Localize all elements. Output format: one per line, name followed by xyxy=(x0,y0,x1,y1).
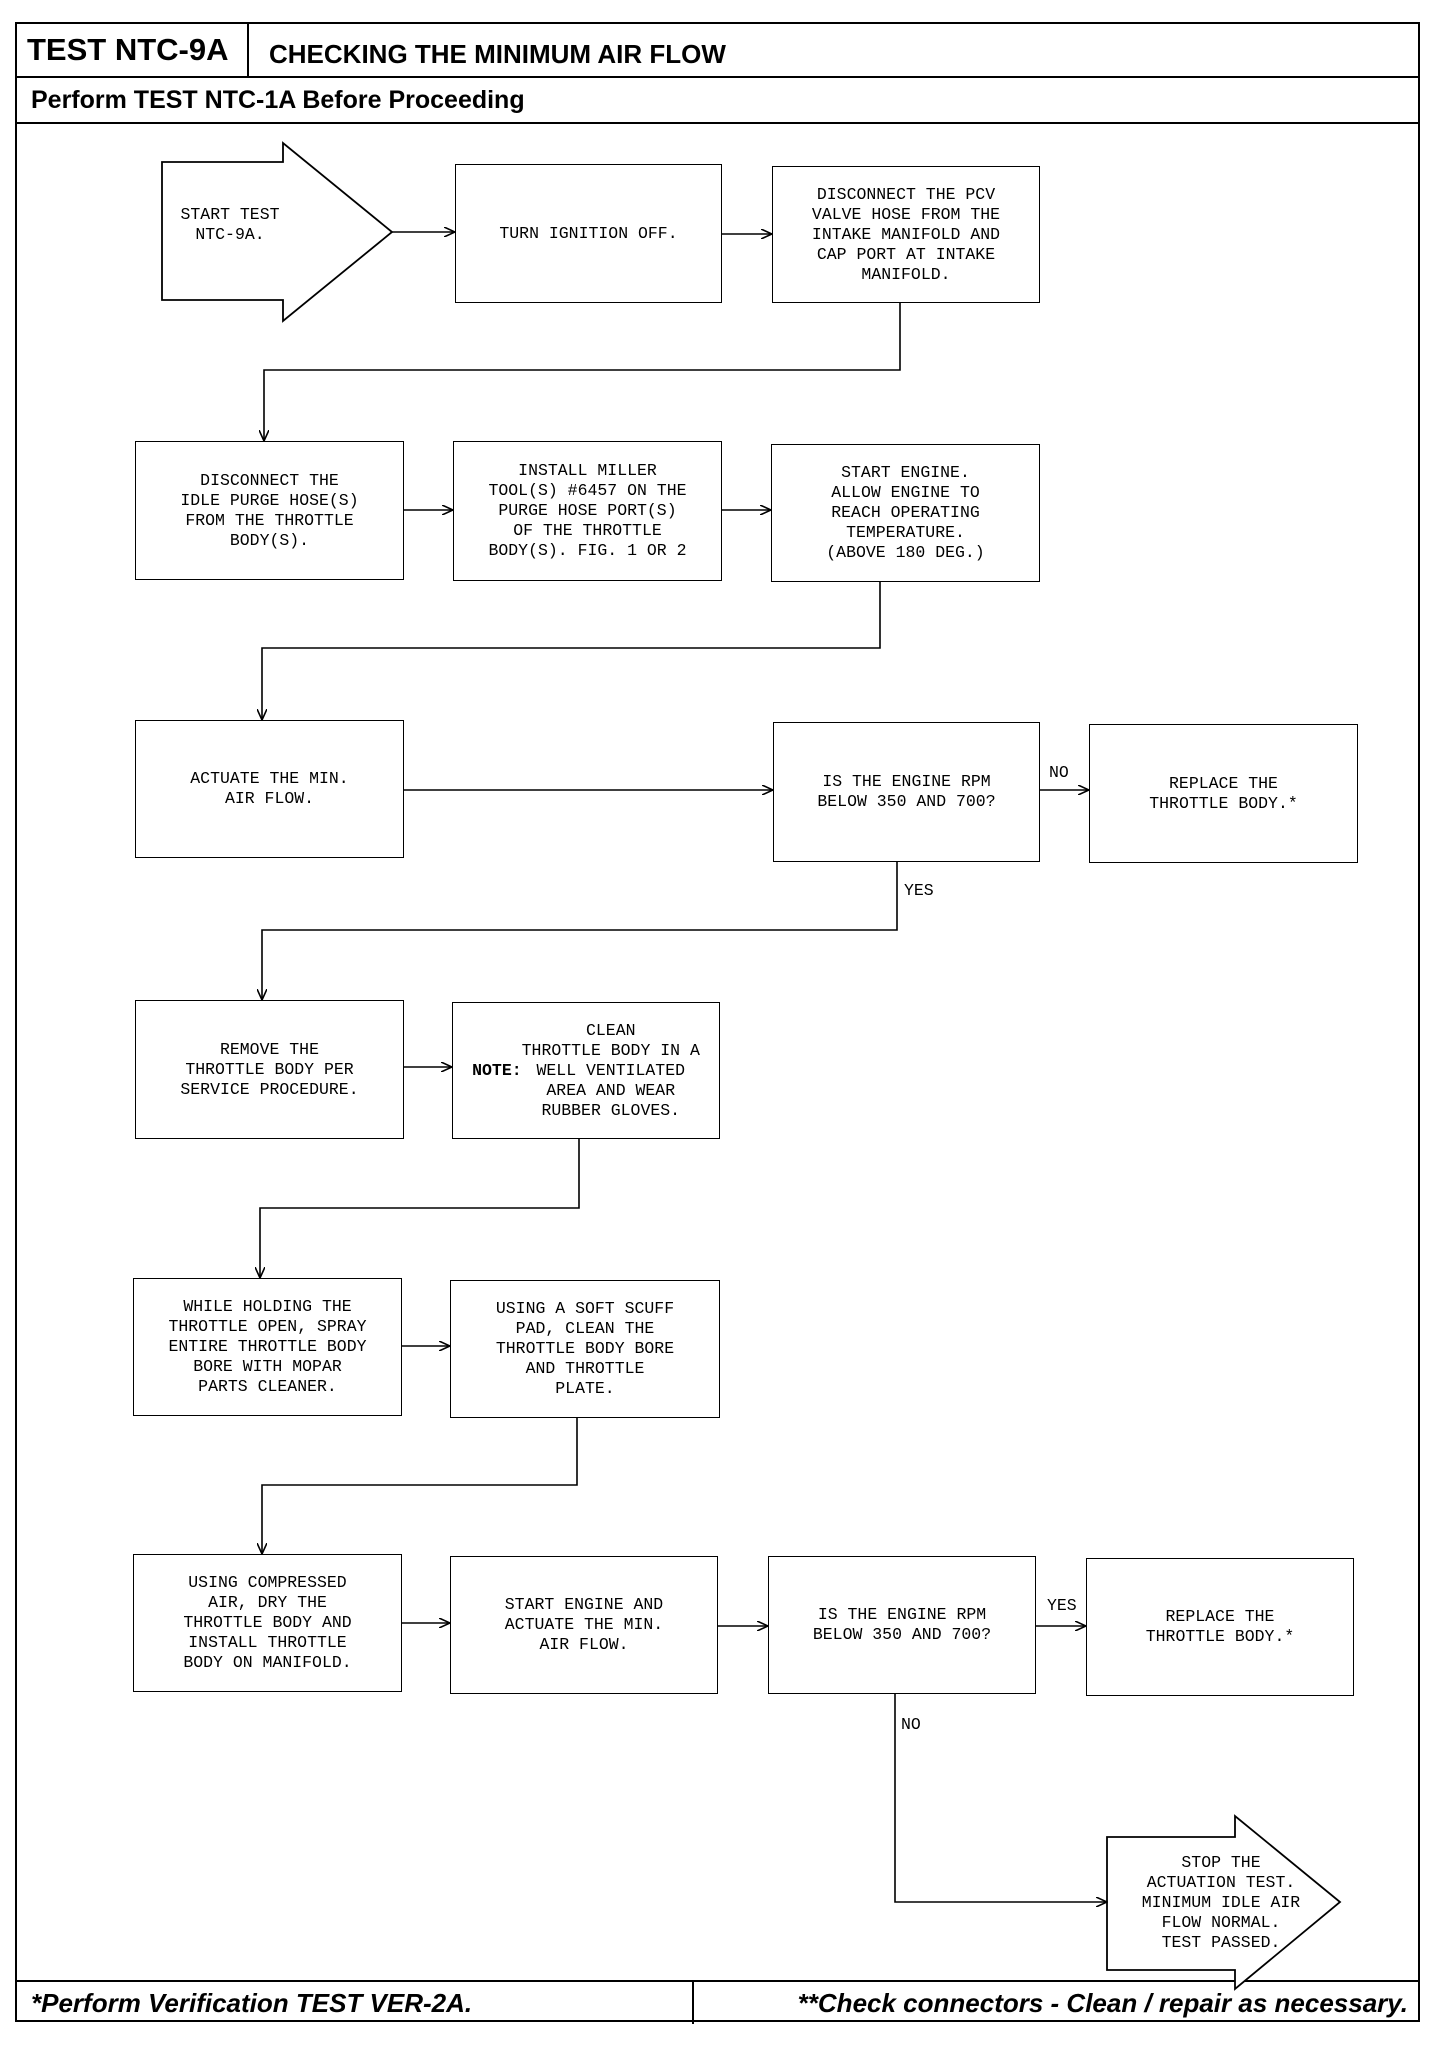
no-label-1: NO xyxy=(1049,763,1069,782)
start-test-label: START TEST NTC-9A. xyxy=(180,205,280,244)
scuff-pad-step: USING A SOFT SCUFF PAD, CLEAN THE THROTT… xyxy=(450,1280,720,1418)
connector xyxy=(262,1418,578,1554)
no-label-2: NO xyxy=(901,1715,921,1734)
spray-throttle-body-step: WHILE HOLDING THE THROTTLE OPEN, SPRAY E… xyxy=(133,1278,402,1416)
turn-ignition-off-step: TURN IGNITION OFF. xyxy=(455,164,722,303)
rpm-question-1: IS THE ENGINE RPM BELOW 350 AND 700? xyxy=(773,722,1040,862)
replace-throttle-body-2: REPLACE THE THROTTLE BODY.* xyxy=(1086,1558,1354,1696)
page-frame: TEST NTC-9A CHECKING THE MINIMUM AIR FLO… xyxy=(15,22,1420,2024)
connector xyxy=(262,582,881,720)
footer-bar: *Perform Verification TEST VER-2A. **Che… xyxy=(17,1980,1418,2024)
note-clean-step: NOTE: CLEAN THROTTLE BODY IN A WELL VENT… xyxy=(452,1002,720,1139)
rpm-question-2: IS THE ENGINE RPM BELOW 350 AND 700? xyxy=(768,1556,1036,1694)
stop-test-label: STOP THE ACTUATION TEST. MINIMUM IDLE AI… xyxy=(1141,1852,1301,1952)
page-subtitle: Perform TEST NTC-1A Before Proceeding xyxy=(17,76,1418,124)
yes-label-1: YES xyxy=(904,881,934,900)
page-title: CHECKING THE MINIMUM AIR FLOW xyxy=(269,39,726,69)
disconnect-purge-step: DISCONNECT THE IDLE PURGE HOSE(S) FROM T… xyxy=(135,441,404,580)
start-engine-step: START ENGINE. ALLOW ENGINE TO REACH OPER… xyxy=(771,444,1040,582)
connector xyxy=(894,1694,1107,1902)
header-bar: TEST NTC-9A CHECKING THE MINIMUM AIR FLO… xyxy=(17,24,1418,78)
compressed-air-step: USING COMPRESSED AIR, DRY THE THROTTLE B… xyxy=(133,1554,402,1692)
connector xyxy=(262,862,898,1000)
connector xyxy=(260,1139,580,1278)
test-id: TEST NTC-9A xyxy=(17,24,249,76)
actuate-min-airflow-step: ACTUATE THE MIN. AIR FLOW. xyxy=(135,720,404,858)
connector xyxy=(264,303,901,441)
install-tool-step: INSTALL MILLER TOOL(S) #6457 ON THE PURG… xyxy=(453,441,722,581)
note-label: NOTE: xyxy=(472,1060,522,1080)
yes-label-2: YES xyxy=(1047,1596,1077,1615)
note-text: CLEAN THROTTLE BODY IN A WELL VENTILATED… xyxy=(521,1020,700,1120)
disconnect-pcv-step: DISCONNECT THE PCV VALVE HOSE FROM THE I… xyxy=(772,166,1040,303)
stop-arrow-shape xyxy=(1106,1814,1342,1991)
start-arrow-shape xyxy=(161,141,394,323)
replace-throttle-body-1: REPLACE THE THROTTLE BODY.* xyxy=(1089,724,1358,863)
footer-note-right: **Check connectors - Clean / repair as n… xyxy=(797,1988,1408,2018)
footer-note-left: *Perform Verification TEST VER-2A. xyxy=(17,1982,694,2024)
remove-throttle-body-step: REMOVE THE THROTTLE BODY PER SERVICE PRO… xyxy=(135,1000,404,1139)
restart-engine-step: START ENGINE AND ACTUATE THE MIN. AIR FL… xyxy=(450,1556,718,1694)
